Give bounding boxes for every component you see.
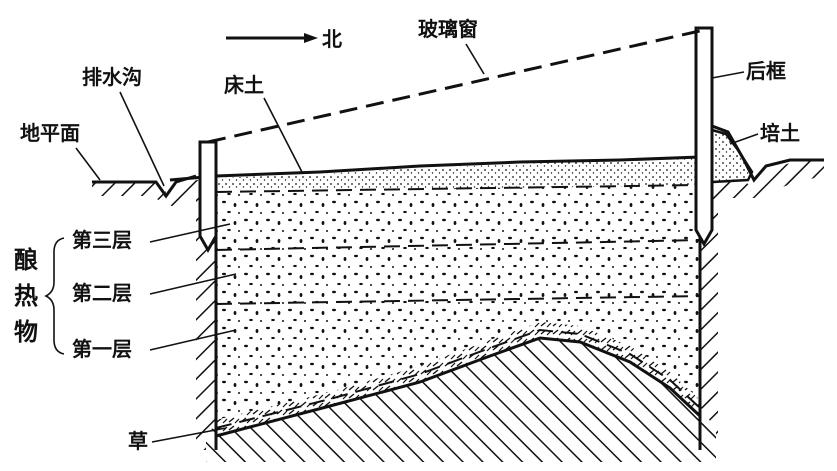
back-frame-post bbox=[694, 26, 714, 248]
layer-two-label: 第二层 bbox=[72, 281, 132, 305]
straw-label: 草 bbox=[128, 429, 148, 453]
back-frame-leader bbox=[711, 71, 745, 79]
straw-outline bbox=[215, 336, 702, 438]
left-ground-hatch bbox=[92, 178, 216, 450]
layer-two-leader bbox=[149, 273, 237, 295]
banked-soil-label: 培土 bbox=[760, 121, 800, 145]
front-frame-post bbox=[198, 140, 218, 254]
drainage-ditch-leader bbox=[119, 91, 165, 187]
fermenting-material-fill bbox=[216, 186, 700, 420]
bed-soil-leader bbox=[263, 97, 303, 173]
ground-level-leader bbox=[75, 147, 101, 181]
left-ground-outline bbox=[92, 174, 197, 199]
fermenting-char-3: 物 bbox=[14, 318, 38, 346]
back-frame-label: 后框 bbox=[746, 59, 786, 83]
north-label: 北 bbox=[322, 27, 342, 51]
right-ground-hatch bbox=[700, 160, 824, 450]
layer-two-bottom-line bbox=[215, 295, 701, 305]
glass-window-leader bbox=[465, 43, 485, 75]
banked-soil-leader bbox=[729, 133, 759, 145]
right-ground-outline bbox=[711, 124, 824, 183]
straw-dashed-line bbox=[215, 328, 701, 429]
layer-three-bottom-line bbox=[215, 239, 701, 251]
glass-window-line bbox=[207, 28, 705, 144]
fermenting-brace bbox=[44, 237, 65, 355]
ground-level-label: 地平面 bbox=[20, 121, 80, 145]
layer-one-leader bbox=[149, 329, 237, 351]
layer-three-label: 第三层 bbox=[72, 228, 132, 252]
drainage-ditch-label: 排水沟 bbox=[82, 65, 142, 89]
fermenting-char-2: 热 bbox=[14, 282, 38, 310]
layer-three-top-line bbox=[215, 184, 701, 193]
center-mound-hatch bbox=[500, 345, 700, 450]
bed-soil-fill bbox=[216, 158, 700, 190]
glass-window-label: 玻璃窗 bbox=[418, 17, 478, 41]
layer-one-label: 第一层 bbox=[72, 337, 132, 361]
north-arrow-icon bbox=[304, 33, 318, 43]
bed-soil-label: 床土 bbox=[224, 73, 264, 97]
fermenting-char-1: 酿 bbox=[14, 246, 38, 274]
straw-leader bbox=[151, 427, 227, 443]
layer-three-leader bbox=[149, 223, 231, 243]
